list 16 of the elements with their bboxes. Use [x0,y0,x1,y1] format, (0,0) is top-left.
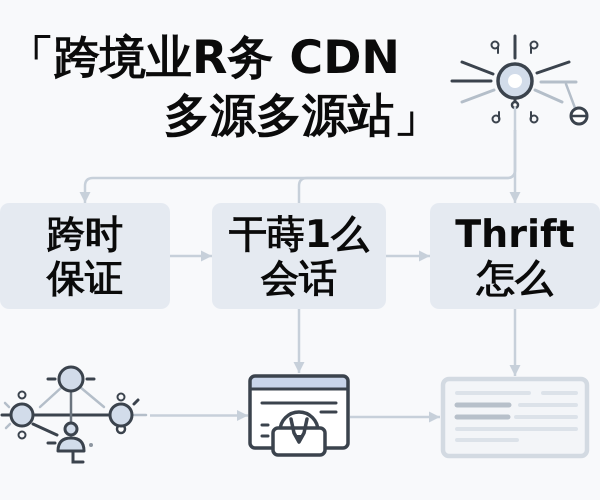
process-box [0,203,170,309]
step-label: 干蒔1么会话 [228,212,370,300]
arrow [294,309,304,373]
step-label: Thrift 怎么 [454,212,576,300]
arrow [350,412,440,422]
arrow [150,410,248,421]
arrow [510,130,520,203]
browser-window-icon [248,373,350,458]
arrow [386,250,430,262]
arrow [170,250,212,262]
step-label: 跨时保证 [45,212,124,300]
document-icon [440,376,590,460]
title: 「跨境业R务 CDN 多源多源站」 [8,29,440,144]
process-box [212,203,386,309]
process-box [430,203,600,309]
arrow [510,309,520,376]
